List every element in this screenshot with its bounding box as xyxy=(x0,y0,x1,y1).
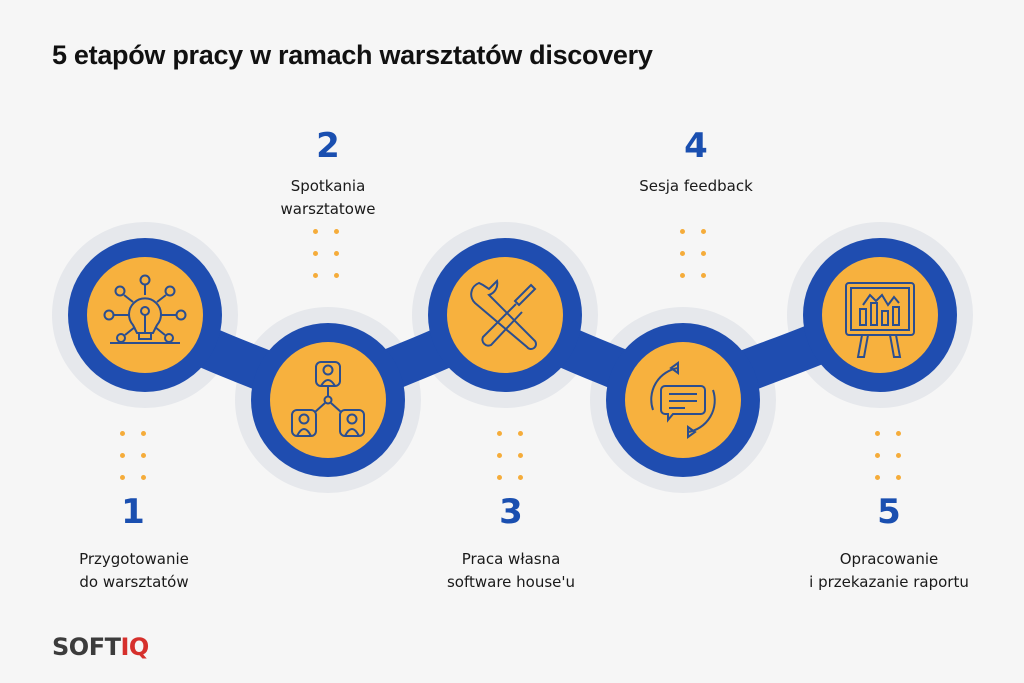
feedback-chat-cycle-icon xyxy=(650,361,716,439)
step-2-number: 2 xyxy=(316,126,340,166)
logo-part-soft: SOFT xyxy=(52,633,121,661)
step-3-number: 3 xyxy=(499,492,523,532)
step-4-label-line1: Sesja feedback xyxy=(639,177,753,195)
dots-step-2 xyxy=(313,229,343,281)
team-hierarchy-icon xyxy=(291,361,365,437)
step-1-label-line2: do warsztatów xyxy=(79,573,189,591)
dots-step-3 xyxy=(497,431,527,483)
step-3-label-line2: software house'u xyxy=(446,573,576,591)
step-1-label-line1: Przygotowanie xyxy=(79,550,189,568)
softiq-logo: SOFTIQ xyxy=(52,633,149,661)
dots-step-4 xyxy=(680,229,710,281)
dots-step-5 xyxy=(875,431,905,483)
step-5-label-line2: i przekazanie raportu xyxy=(809,573,969,591)
page-title: 5 etapów pracy w ramach warsztatów disco… xyxy=(52,40,653,70)
step-2-label-line2: warsztatowe xyxy=(280,200,376,218)
step-5-number: 5 xyxy=(877,492,901,532)
step-5-label: Opracowanie i przekazanie raportu xyxy=(789,548,989,594)
step-1-number: 1 xyxy=(121,492,145,532)
presentation-chart-icon xyxy=(845,282,915,358)
logo-part-iq: IQ xyxy=(120,633,149,661)
lightbulb-network-icon xyxy=(103,274,187,344)
step-5-label-line1: Opracowanie xyxy=(839,550,939,568)
step-3-label: Praca własna software house'u xyxy=(411,548,611,594)
dots-step-1 xyxy=(120,431,150,483)
step-2-label-line1: Spotkania xyxy=(290,177,366,195)
wrench-screwdriver-icon xyxy=(470,279,537,350)
step-1-label: Przygotowanie do warsztatów xyxy=(34,548,234,594)
step-3-label-line1: Praca własna xyxy=(461,550,561,568)
step-4-number: 4 xyxy=(684,126,708,166)
step-4-label: Sesja feedback xyxy=(596,175,796,198)
step-2-label: Spotkania warsztatowe xyxy=(228,175,428,221)
